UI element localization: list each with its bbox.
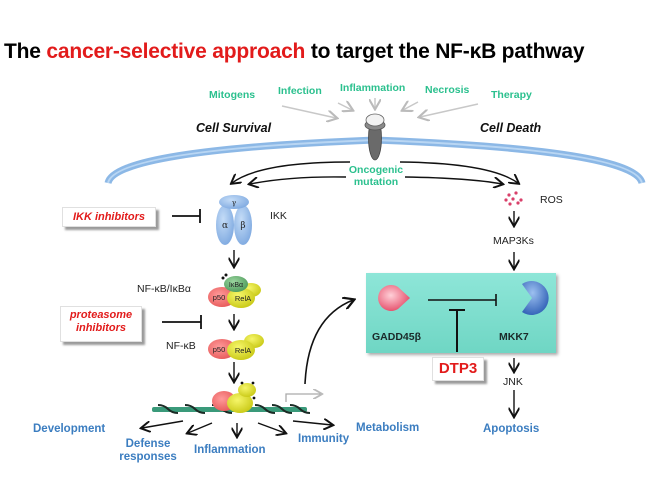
dtp3-label: DTP3 <box>438 360 478 377</box>
oncogenic-line1: Oncogenic <box>348 164 404 176</box>
arrow-infection <box>337 103 352 110</box>
title-suffix: to target the NF-κB pathway <box>305 40 585 63</box>
defense-line1: Defense <box>125 438 171 450</box>
stimulus-inflammation: Inflammation <box>340 82 406 94</box>
title-highlight: cancer-selective approach <box>46 40 306 63</box>
ikk-label: IKK <box>270 210 287 222</box>
stimulus-necrosis: Necrosis <box>425 84 470 96</box>
arrow-to-ikk-outer <box>232 161 351 183</box>
arrow-mitogens <box>281 105 336 118</box>
title-prefix: The <box>4 40 47 63</box>
ikba-label: IκBα <box>229 282 243 289</box>
outcome-inflammation: Inflammation <box>194 444 266 456</box>
arrow-immunity <box>257 422 285 433</box>
nfkb-complex-icon <box>208 334 264 360</box>
ikk-gamma-label: γ <box>232 199 236 207</box>
proteasome-inhibitors-box: proteasome inhibitors <box>60 306 142 342</box>
rela-label-2: RelA <box>235 346 251 355</box>
gadd45b-icon <box>378 285 410 311</box>
proteasome-line2: inhibitors <box>75 322 127 334</box>
proteasome-inhibition-bar <box>162 315 202 329</box>
arrow-defense <box>188 422 213 433</box>
nfkb-ikba-label: NF-κB/IκBα <box>137 283 191 295</box>
arrow-metabolism <box>292 421 332 425</box>
defense-line2: responses <box>119 451 177 463</box>
nfkb-ikba-complex-icon <box>208 273 261 308</box>
stimulus-mitogens: Mitogens <box>209 89 256 101</box>
map3ks-label: MAP3Ks <box>493 235 534 247</box>
outcome-defense-responses: Defense responses <box>116 438 180 464</box>
ikk-complex-icon <box>216 195 252 245</box>
rela-label-1: RelA <box>235 294 251 303</box>
cell-survival-label: Cell Survival <box>196 121 272 135</box>
transcription-start-arrow <box>285 394 321 402</box>
stimulus-therapy: Therapy <box>491 89 532 101</box>
p50-label-1: p50 <box>213 293 226 302</box>
ikk-inhibitors-label: IKK inhibitors <box>72 211 146 223</box>
arrow-to-ikk-inner <box>250 176 347 184</box>
gadd45b-label: GADD45β <box>372 331 422 343</box>
ikk-inhibition-bar <box>172 209 201 223</box>
oncogenic-mutation-label: Oncogenic mutation <box>344 164 408 188</box>
stimulus-arrows <box>281 98 479 118</box>
apoptosis-label: Apoptosis <box>483 423 540 435</box>
mkk7-icon <box>522 280 549 315</box>
arrow-to-ros-inner <box>404 176 502 184</box>
arrow-necrosis <box>403 102 419 110</box>
dtp3-drug-box: DTP3 <box>432 357 484 381</box>
outcome-metabolism: Metabolism <box>356 422 420 434</box>
receptor-icon <box>364 113 386 161</box>
mkk7-label: MKK7 <box>499 331 529 343</box>
diagram-title: The cancer-selective approach to target … <box>4 40 585 64</box>
ikk-alpha-label: α <box>222 221 228 231</box>
arrow-development <box>142 420 184 428</box>
outcome-development: Development <box>33 423 106 435</box>
arrow-to-ros-outer <box>399 161 518 183</box>
cell-death-label: Cell Death <box>480 121 542 135</box>
stimulus-infection: Infection <box>278 85 322 97</box>
outcome-immunity: Immunity <box>298 433 350 445</box>
dna-bound-nfkb-icon <box>212 381 256 413</box>
jnk-label: JNK <box>503 376 523 388</box>
ikk-beta-label: β <box>240 221 245 231</box>
ros-dots-icon <box>504 191 523 206</box>
proteasome-line1: proteasome <box>69 309 133 321</box>
arrow-therapy <box>420 103 479 117</box>
ros-label: ROS <box>540 194 563 206</box>
nfkb-label: NF-κB <box>166 340 196 352</box>
oncogenic-line2: mutation <box>353 176 399 188</box>
p50-label-2: p50 <box>213 345 226 354</box>
ikk-inhibitors-box: IKK inhibitors <box>62 207 156 227</box>
arrow-to-gadd45b <box>304 300 353 385</box>
